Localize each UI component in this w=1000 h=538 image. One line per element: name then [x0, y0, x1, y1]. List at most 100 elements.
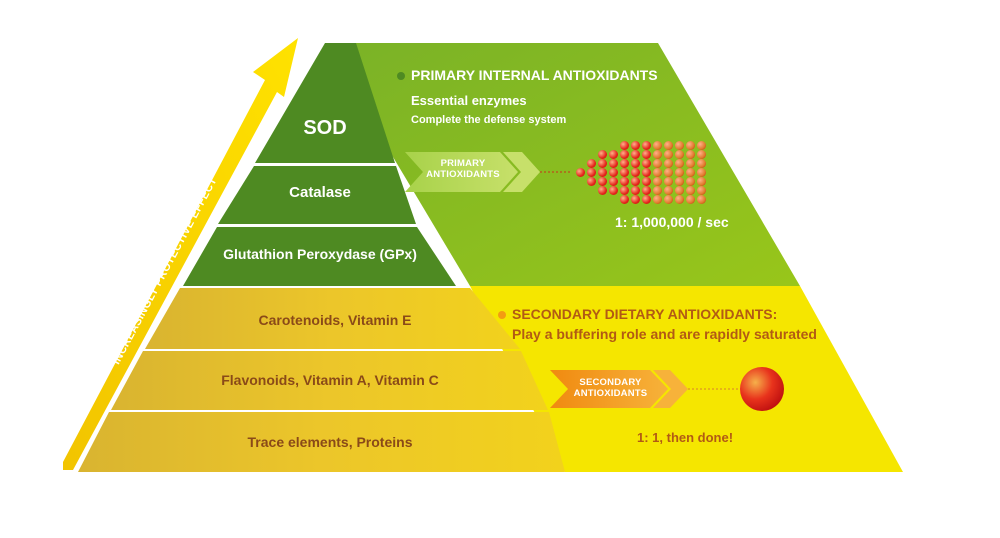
- secondary-ratio: 1: 1, then done!: [637, 430, 734, 445]
- molecule-dot: [619, 140, 629, 150]
- tier-label-sod: SOD: [303, 117, 347, 139]
- molecule-dot: [641, 176, 651, 186]
- primary-header: PRIMARY INTERNAL ANTIOXIDANTS: [411, 67, 658, 83]
- molecule-dot: [696, 149, 706, 159]
- secondary-molecule: [740, 367, 784, 411]
- molecule-dot: [619, 158, 629, 168]
- molecule-dot: [674, 140, 684, 150]
- molecule-dot: [652, 176, 662, 186]
- molecule-dot: [652, 140, 662, 150]
- molecule-dot: [696, 185, 706, 195]
- molecule-dot: [597, 176, 607, 186]
- primary-ratio: 1: 1,000,000 / sec: [615, 214, 729, 230]
- molecule-dot: [641, 158, 651, 168]
- molecule-dot: [586, 176, 596, 186]
- tier-label-trace: Trace elements, Proteins: [247, 434, 413, 450]
- molecule-dot: [619, 194, 629, 204]
- molecule-dot: [641, 167, 651, 177]
- molecule-dot: [696, 194, 706, 204]
- molecule-dot: [685, 194, 695, 204]
- molecule-dot: [652, 185, 662, 195]
- primary-chevron-tip: [503, 152, 540, 192]
- protective-effect-arrow: [63, 38, 298, 470]
- molecule-dot: [641, 185, 651, 195]
- tier-label-carotenoids: Carotenoids, Vitamin E: [258, 312, 412, 328]
- molecule-dot: [674, 149, 684, 159]
- molecule-dot: [608, 185, 618, 195]
- molecule-dot: [696, 176, 706, 186]
- molecule-dot: [685, 185, 695, 195]
- primary-chevron-shape: [405, 152, 518, 192]
- primary-chevron-line2: ANTIOXIDANTS: [426, 169, 500, 180]
- molecule-dot: [630, 149, 640, 159]
- molecule-dot: [674, 158, 684, 168]
- molecule-dot: [685, 158, 695, 168]
- tier-gpx-shape: [183, 227, 456, 286]
- tier-carotenoids-shape: [145, 288, 520, 349]
- molecule-dot: [586, 158, 596, 168]
- molecule-dot: [608, 167, 618, 177]
- secondary-bullet: [498, 311, 506, 319]
- primary-chevron-line1: PRIMARY: [440, 158, 486, 169]
- secondary-chevron-line1: SECONDARY: [579, 377, 642, 388]
- molecule-dot: [630, 167, 640, 177]
- secondary-chevron-label: SECONDARY ANTIOXIDANTS: [563, 377, 658, 399]
- molecule-dot: [663, 185, 673, 195]
- molecule-dot: [652, 194, 662, 204]
- primary-bullet: [397, 72, 405, 80]
- molecule-dot: [597, 167, 607, 177]
- molecule-dot: [641, 194, 651, 204]
- secondary-subheader: Play a buffering role and are rapidly sa…: [512, 326, 817, 342]
- molecule-dot: [575, 167, 585, 177]
- secondary-chevron-shape: [550, 370, 668, 408]
- molecule-dot: [685, 167, 695, 177]
- molecule-dot: [685, 140, 695, 150]
- molecule-dot: [696, 158, 706, 168]
- tier-label-flavonoids: Flavonoids, Vitamin A, Vitamin C: [221, 372, 439, 388]
- tier-trace-shape: [78, 412, 565, 472]
- molecule-dot: [663, 149, 673, 159]
- molecule-dot: [663, 194, 673, 204]
- molecule-dot: [608, 176, 618, 186]
- molecule-dot: [619, 167, 629, 177]
- molecule-dot: [619, 185, 629, 195]
- primary-chevron-label: PRIMARY ANTIOXIDANTS: [418, 158, 508, 180]
- molecule-dot: [696, 167, 706, 177]
- primary-detail: Complete the defense system: [411, 114, 567, 126]
- molecule-dot: [674, 167, 684, 177]
- molecule-dot: [652, 167, 662, 177]
- molecule-dot: [597, 185, 607, 195]
- molecule-dot: [608, 158, 618, 168]
- molecule-dot: [630, 176, 640, 186]
- molecule-dot: [619, 149, 629, 159]
- secondary-region: [470, 286, 903, 472]
- primary-subheader: Essential enzymes: [411, 93, 527, 108]
- molecule-dot: [663, 167, 673, 177]
- tier-label-catalase: Catalase: [289, 184, 351, 201]
- molecule-dot: [641, 149, 651, 159]
- molecule-dot: [663, 176, 673, 186]
- tier-label-gpx: Glutathion Peroxydase (GPx): [223, 246, 417, 262]
- molecule-dot: [630, 194, 640, 204]
- molecule-dot: [663, 140, 673, 150]
- molecule-dot: [663, 158, 673, 168]
- secondary-chevron-tip: [653, 370, 688, 408]
- molecule-dot: [652, 149, 662, 159]
- tier-sod-shape: [255, 43, 395, 163]
- molecule-dot: [608, 149, 618, 159]
- molecule-dot: [674, 176, 684, 186]
- tier-flavonoids-shape: [111, 351, 548, 410]
- tier-catalase-shape: [218, 166, 416, 224]
- molecule-dot: [641, 140, 651, 150]
- primary-region: [325, 43, 800, 286]
- secondary-chevron-line2: ANTIOXIDANTS: [573, 388, 648, 399]
- molecule-dot: [597, 158, 607, 168]
- molecule-dot: [685, 149, 695, 159]
- molecule-dot: [630, 140, 640, 150]
- secondary-header: SECONDARY DIETARY ANTIOXIDANTS:: [512, 306, 778, 322]
- molecule-dot: [696, 140, 706, 150]
- molecule-dot: [652, 158, 662, 168]
- molecule-dot: [674, 194, 684, 204]
- molecule-dot: [619, 176, 629, 186]
- molecule-dot: [630, 158, 640, 168]
